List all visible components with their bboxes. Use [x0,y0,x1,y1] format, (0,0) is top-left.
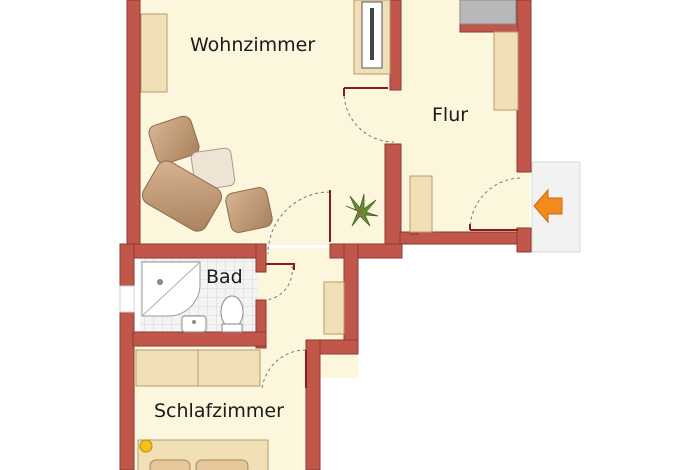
hall-shelf [493,31,519,111]
wall-west-living [126,0,141,259]
wall-hall-top-post [459,23,519,33]
wall-wardrobe-divider [389,0,402,91]
wall-living-south-left [119,243,265,259]
wall-bath-south [132,331,267,347]
wall-entrance-jamb [516,227,532,253]
shower-screen [141,261,201,317]
hall-shoe-cabinet [409,175,433,233]
wall-bath-east [255,243,267,273]
door-living-corridor [267,191,331,255]
wall-hall-south [399,231,531,245]
bath-fixtures [141,261,244,333]
toilet-icon [220,295,244,329]
wall-east-top [516,0,532,173]
room-label-bedroom: Schlafzimmer [154,400,284,422]
wall-bedroom-east [305,339,321,470]
wardrobe-bedroom-left [135,349,199,387]
bedroom-furniture [135,281,345,470]
door-bedroom [261,349,307,391]
armchair-top [148,115,200,165]
sideboard [140,13,168,93]
wall-bath-west [119,243,135,470]
room-label-hall: Flur [432,104,469,126]
door-leaves [266,87,518,388]
lamp-icon [139,439,153,453]
doors [261,89,521,391]
wall-bath-east-lower [255,299,267,349]
arrow-left-icon [533,188,563,224]
living-room-furniture [140,0,391,233]
wall-living-south-right [329,243,403,259]
corridor-shelf [323,281,345,335]
wall-corridor-east [343,243,359,355]
hall-furniture [345,0,519,233]
wall-bath-window-gap [119,285,135,313]
pillow-left [149,459,191,470]
room-label-bath: Bad [206,266,243,288]
shower-drain [157,279,163,285]
toilet-tank [221,323,243,333]
hall-cabinet-top [459,0,517,25]
plant-icon [345,193,379,227]
armchair-right [225,187,273,233]
sofa [141,160,223,232]
wall-divider-living-hall [384,143,402,245]
wardrobe-bedroom-right [197,349,261,387]
room-label-living: Wohnzimmer [190,34,316,56]
walls [119,0,532,470]
door-bath [265,265,293,301]
pillow-right [195,459,249,470]
